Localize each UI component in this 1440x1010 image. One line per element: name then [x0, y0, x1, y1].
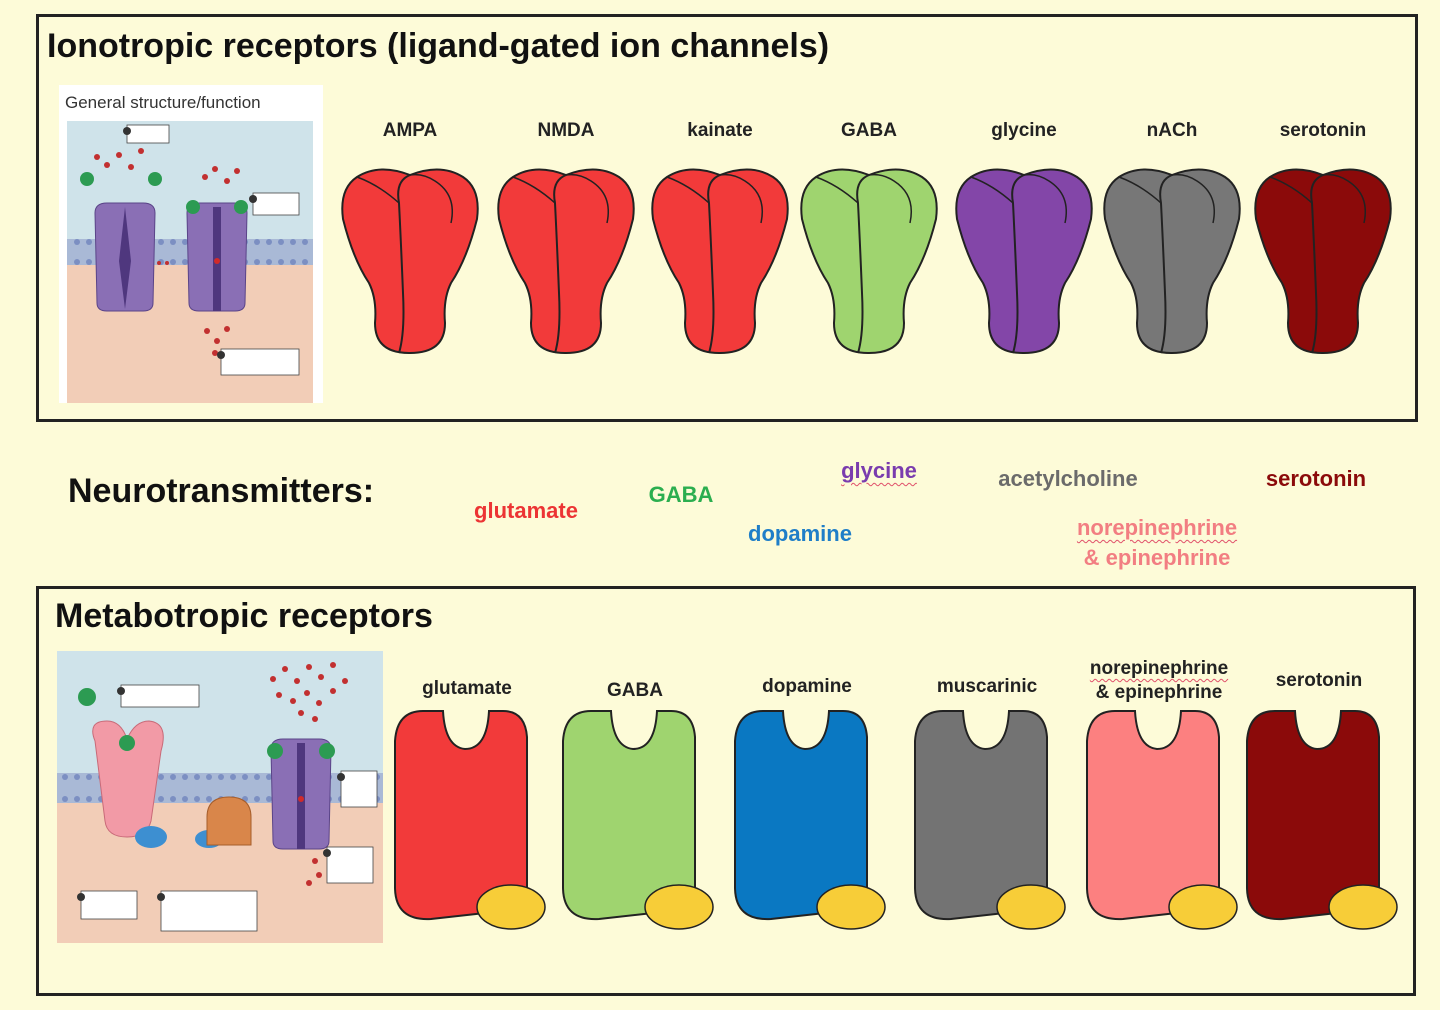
ion-channel-icon — [1254, 168, 1392, 354]
nt-serotonin: serotonin — [1265, 466, 1367, 491]
metabotropic-receptor-label-line1: GABA — [607, 680, 663, 701]
ion-channel-icon — [955, 168, 1093, 354]
gpcr-receptor-icon — [1246, 710, 1398, 930]
ionotropic-panel: Ionotropic receptors (ligand-gated ion c… — [36, 14, 1418, 422]
nt-norepinephrine: norepinephrine & epinephrine — [1077, 513, 1237, 573]
metabotropic-receptor-label: dopamine — [762, 675, 852, 699]
gpcr-receptor-icon — [1086, 710, 1238, 930]
ionotropic-inset: General structure/function — [59, 85, 323, 403]
nt-acetylcholine: acetylcholine — [998, 466, 1138, 491]
metabotropic-receptor-label: norepinephrine & epinephrine — [1090, 657, 1228, 705]
nt-norepinephrine-line1: norepinephrine — [1076, 515, 1238, 540]
nt-gaba: GABA — [648, 482, 714, 507]
gpcr-receptor-icon — [562, 710, 714, 930]
metabotropic-receptor-label-line1: dopamine — [762, 676, 852, 697]
ionotropic-title: Ionotropic receptors (ligand-gated ion c… — [47, 27, 830, 65]
ionotropic-receptor-label: GABA — [841, 120, 897, 141]
nt-dopamine: dopamine — [748, 521, 852, 546]
ion-channel-icon — [1103, 168, 1241, 354]
ionotropic-receptor-label: kainate — [687, 120, 753, 141]
metabotropic-title: Metabotropic receptors — [55, 597, 433, 635]
metabotropic-receptor-label: serotonin — [1276, 669, 1363, 693]
gprotein-illustration — [57, 651, 383, 943]
nt-glycine: glycine — [841, 458, 917, 483]
ionotropic-receptor-label: serotonin — [1279, 120, 1367, 141]
metabotropic-receptor-label-line1: serotonin — [1275, 670, 1363, 691]
neurotransmitters-heading: Neurotransmitters: — [68, 472, 375, 510]
ionotropic-receptor-label: AMPA — [382, 120, 438, 141]
metabotropic-receptor-label-line2: & epinephrine — [1095, 682, 1223, 703]
metabotropic-receptor-label-line1: norepinephrine — [1089, 658, 1229, 679]
metabotropic-inset — [57, 651, 383, 943]
ionotropic-receptor-label: nACh — [1146, 120, 1198, 141]
nt-norepinephrine-line2: & epinephrine — [1083, 545, 1231, 570]
ionotropic-receptor-label: glycine — [991, 120, 1057, 141]
metabotropic-receptor-label-line1: muscarinic — [936, 676, 1038, 697]
ion-channel-icon — [651, 168, 789, 354]
ionotropic-receptor-label: NMDA — [537, 120, 595, 141]
metabotropic-receptor-label-line1: glutamate — [422, 678, 512, 699]
gpcr-receptor-icon — [394, 710, 546, 930]
metabotropic-receptor-label: GABA — [607, 679, 663, 703]
gpcr-receptor-icon — [914, 710, 1066, 930]
ion-channel-icon — [497, 168, 635, 354]
ion-channel-icon — [341, 168, 479, 354]
inset-caption: General structure/function — [65, 93, 261, 112]
nt-glutamate: glutamate — [474, 498, 578, 523]
metabotropic-receptor-label: glutamate — [422, 677, 512, 701]
gpcr-receptor-icon — [734, 710, 886, 930]
ion-channel-icon — [800, 168, 938, 354]
metabotropic-panel: Metabotropic receptors — [36, 586, 1416, 996]
ion-channel-illustration — [67, 121, 313, 403]
metabotropic-receptor-label: muscarinic — [937, 675, 1037, 699]
